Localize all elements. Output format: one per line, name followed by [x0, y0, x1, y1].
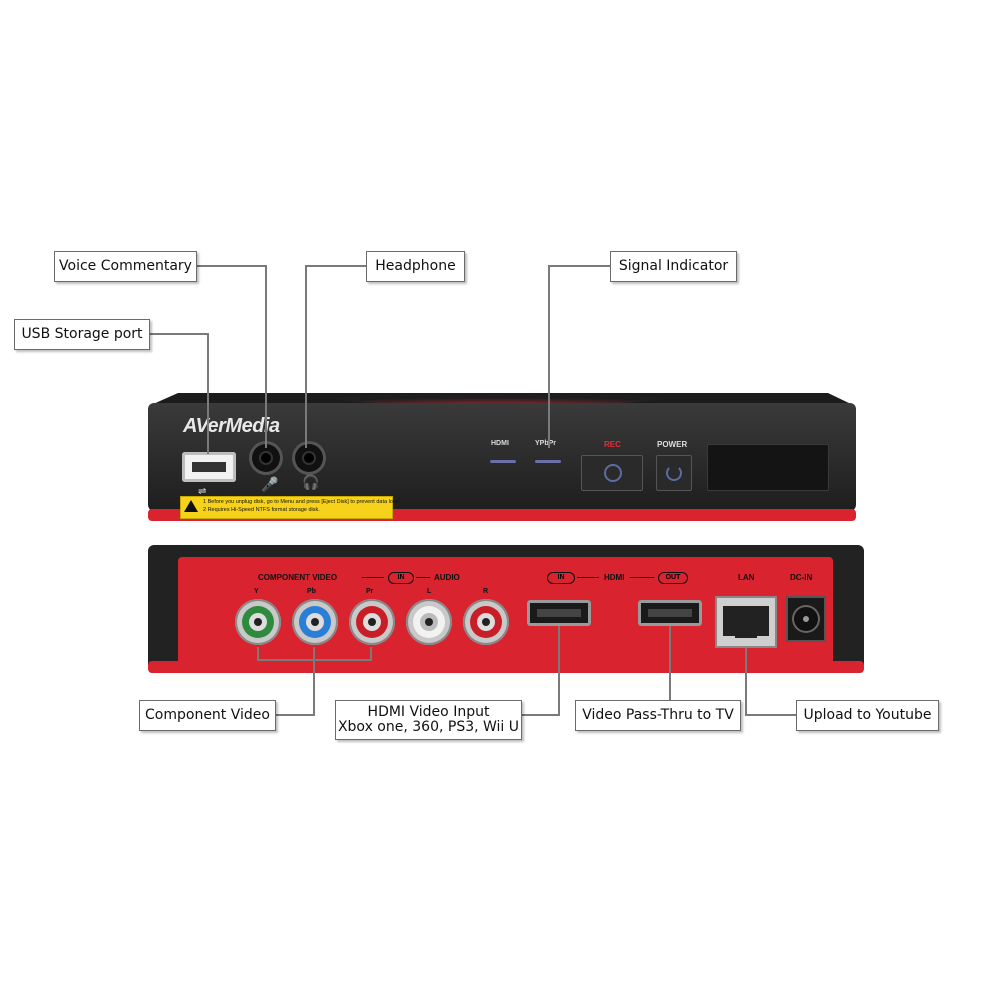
ypbpr-led — [535, 460, 561, 463]
pr-label: Pr — [366, 588, 374, 595]
dc-in-port[interactable] — [786, 596, 826, 642]
usb-port[interactable] — [182, 452, 236, 482]
callout-usb-storage: USB Storage port — [14, 319, 150, 350]
component-video-label: COMPONENT VIDEO — [258, 573, 338, 582]
callout-signal-indicator-text: Signal Indicator — [618, 258, 729, 274]
rca-jack-pr[interactable] — [349, 599, 395, 645]
callout-usb-storage-text: USB Storage port — [21, 326, 143, 342]
y-label: Y — [254, 588, 259, 595]
hdmi-out-badge: OUT — [658, 572, 688, 584]
microphone-icon: 🎤 — [261, 476, 279, 492]
rca-jack-pb[interactable] — [292, 599, 338, 645]
l-label: L — [427, 588, 432, 595]
r-label: R — [483, 588, 489, 595]
hdmi-led — [490, 460, 516, 463]
hdmi-out-badge-label: OUT — [665, 574, 681, 581]
divider — [362, 577, 384, 578]
rca-jack-audio-left[interactable] — [406, 599, 452, 645]
headphone-jack[interactable] — [295, 444, 323, 472]
warning-icon — [184, 500, 198, 512]
callout-headphone-text: Headphone — [375, 258, 456, 274]
hdmi-label: HDMI — [604, 573, 625, 582]
divider — [577, 577, 599, 578]
mic-jack[interactable] — [252, 444, 280, 472]
callout-component-video-text: Component Video — [145, 707, 270, 723]
rec-button[interactable] — [581, 455, 643, 491]
in-badge-label: IN — [397, 574, 405, 581]
callout-headphone: Headphone — [366, 251, 465, 282]
warning-line-2: 2 Requires Hi-Speed NTFS format storage … — [203, 507, 320, 513]
callout-voice-commentary-text: Voice Commentary — [59, 258, 192, 274]
callout-hdmi-input: HDMI Video Input Xbox one, 360, PS3, Wii… — [335, 700, 522, 740]
callout-pass-thru-text: Video Pass-Thru to TV — [582, 707, 734, 723]
pb-label: Pb — [307, 588, 316, 595]
rca-jack-y[interactable] — [235, 599, 281, 645]
rca-jack-audio-right[interactable] — [463, 599, 509, 645]
power-button[interactable] — [656, 455, 692, 491]
warning-line-1: 1 Before you unplug disk, go to Menu and… — [203, 499, 400, 505]
dc-in-label: DC-IN — [790, 573, 813, 582]
rec-label: REC — [604, 440, 621, 449]
callout-hdmi-input-line-1: HDMI Video Input — [367, 704, 490, 720]
hdmi-in-port[interactable] — [527, 600, 591, 626]
divider — [630, 577, 654, 578]
ypbpr-led-label: YPbPr — [535, 440, 557, 447]
display-panel — [707, 444, 829, 491]
callout-component-video: Component Video — [139, 700, 276, 731]
record-icon — [604, 464, 622, 482]
callout-hdmi-input-line-2: Xbox one, 360, PS3, Wii U — [337, 719, 520, 735]
headphone-icon: 🎧 — [302, 474, 320, 490]
hdmi-in-badge-label: IN — [557, 574, 565, 581]
callout-voice-commentary: Voice Commentary — [54, 251, 197, 282]
audio-label: AUDIO — [434, 573, 460, 582]
callout-pass-thru: Video Pass-Thru to TV — [575, 700, 741, 731]
lan-port[interactable] — [715, 596, 777, 648]
power-label: POWER — [657, 440, 688, 449]
callout-upload: Upload to Youtube — [796, 700, 939, 731]
lan-label: LAN — [738, 573, 755, 582]
hdmi-in-badge: IN — [547, 572, 575, 584]
callout-signal-indicator: Signal Indicator — [610, 251, 737, 282]
in-badge: IN — [388, 572, 414, 584]
warning-sticker: 1 Before you unplug disk, go to Menu and… — [180, 496, 400, 519]
usb-icon: ⇌ — [198, 486, 207, 497]
power-icon — [666, 465, 682, 481]
divider — [416, 577, 430, 578]
callout-upload-text: Upload to Youtube — [803, 707, 932, 723]
hdmi-led-label: HDMI — [491, 440, 509, 447]
hdmi-out-port[interactable] — [638, 600, 702, 626]
